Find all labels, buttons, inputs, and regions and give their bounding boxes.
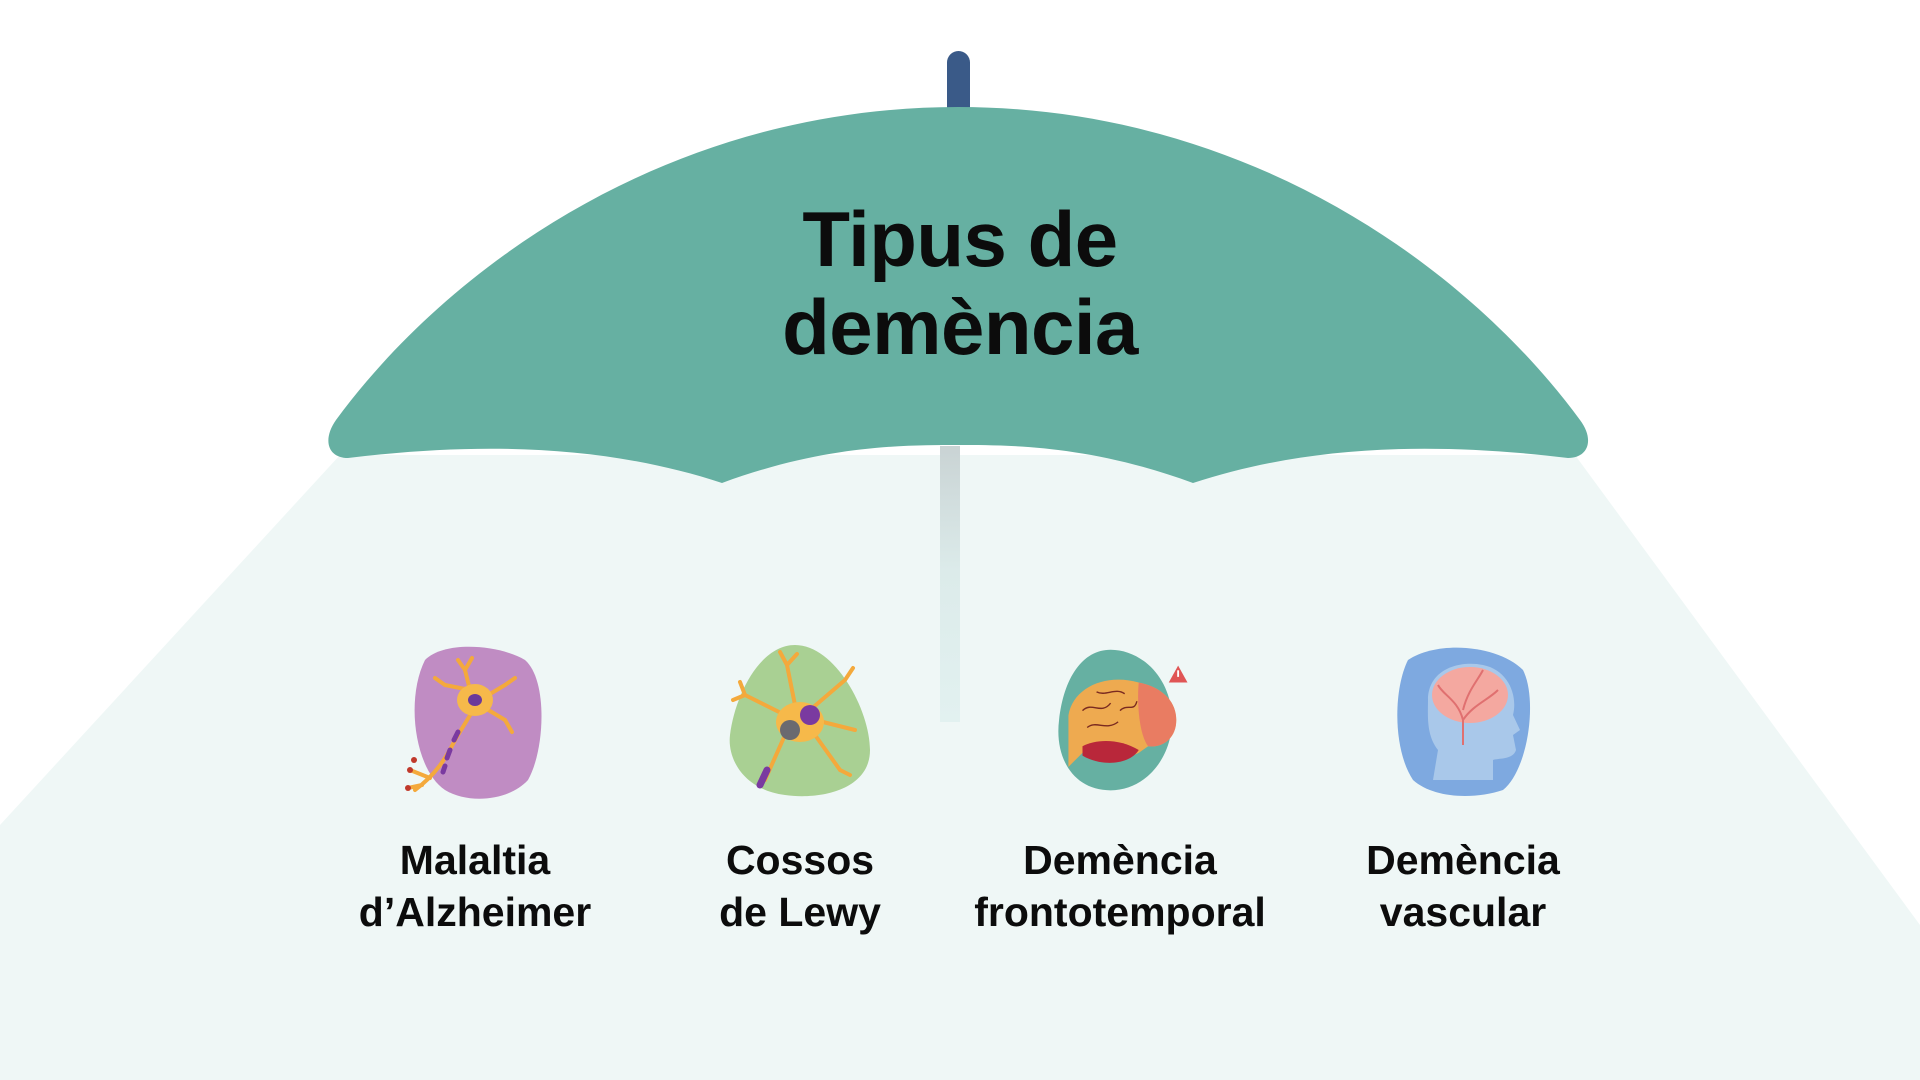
light-cone bbox=[0, 455, 1920, 1080]
dementia-type-vascular: Demència vascular bbox=[1283, 640, 1643, 938]
umbrella-canopy bbox=[328, 107, 1589, 483]
type-label: Cossos de Lewy bbox=[719, 837, 881, 935]
umbrella-knob bbox=[947, 51, 970, 121]
neuron-lewy-bodies-icon bbox=[729, 645, 870, 797]
umbrella-pole bbox=[940, 446, 960, 722]
diagram-title: Tipus de demència bbox=[660, 195, 1260, 371]
dementia-type-alzheimer: Malaltia d’Alzheimer bbox=[295, 640, 655, 938]
brain-frontotemporal-warning-icon bbox=[1058, 649, 1188, 791]
type-label: Demència frontotemporal bbox=[974, 837, 1266, 935]
dementia-type-frontotemporal: Demència frontotemporal bbox=[940, 640, 1300, 938]
type-label: Malaltia d’Alzheimer bbox=[358, 837, 592, 935]
title-line-1: Tipus de bbox=[802, 195, 1118, 283]
dementia-type-lewy-bodies: Cossos de Lewy bbox=[620, 640, 980, 938]
type-label: Demència vascular bbox=[1366, 837, 1560, 935]
neuron-alzheimer-icon bbox=[405, 646, 542, 799]
title-line-2: demència bbox=[782, 283, 1138, 371]
head-brain-vascular-icon bbox=[1397, 647, 1531, 796]
